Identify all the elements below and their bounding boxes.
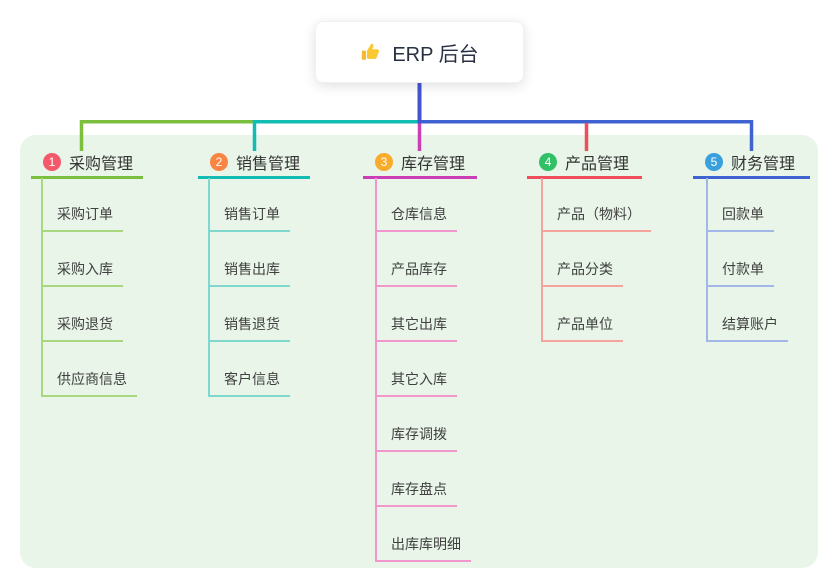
badge-5: 5 [705, 152, 723, 171]
child-node[interactable]: 供应商信息 [41, 369, 137, 397]
child-node[interactable]: 仓库信息 [375, 204, 457, 232]
child-node[interactable]: 销售订单 [208, 204, 290, 232]
branch-label: 采购管理 [69, 155, 134, 173]
branch-label: 销售管理 [236, 155, 301, 173]
branch-node-purchase[interactable]: 1 采购管理 [31, 147, 143, 179]
child-node[interactable]: 客户信息 [208, 369, 290, 397]
branch-node-finance[interactable]: 5 财务管理 [693, 147, 810, 179]
child-node[interactable]: 产品单位 [541, 314, 623, 342]
branch-trunk-line [706, 178, 708, 342]
child-node[interactable]: 付款单 [706, 259, 774, 287]
child-node[interactable]: 库存调拨 [375, 424, 457, 452]
child-node[interactable]: 销售退货 [208, 314, 290, 342]
branches-panel [20, 135, 818, 568]
branch-trunk-line [208, 178, 210, 397]
root-title: ERP 后台 [392, 43, 479, 66]
child-node[interactable]: 产品分类 [541, 259, 623, 287]
child-node[interactable]: 其它出库 [375, 314, 457, 342]
badge-4: 4 [539, 152, 557, 171]
child-node[interactable]: 产品库存 [375, 259, 457, 287]
child-node[interactable]: 采购订单 [41, 204, 123, 232]
child-node[interactable]: 回款单 [706, 204, 774, 232]
branch-node-sales[interactable]: 2 销售管理 [198, 147, 310, 179]
child-node[interactable]: 产品（物料） [541, 204, 651, 232]
branch-label: 产品管理 [565, 155, 630, 173]
child-node[interactable]: 其它入库 [375, 369, 457, 397]
child-node[interactable]: 出库库明细 [375, 534, 471, 562]
badge-1: 1 [43, 152, 61, 171]
branch-node-inventory[interactable]: 3 库存管理 [363, 147, 477, 179]
branch-trunk-line [375, 178, 377, 562]
child-node[interactable]: 销售出库 [208, 259, 290, 287]
child-node[interactable]: 库存盘点 [375, 479, 457, 507]
branch-node-product[interactable]: 4 产品管理 [527, 147, 642, 179]
badge-3: 3 [375, 152, 393, 171]
child-node[interactable]: 采购退货 [41, 314, 123, 342]
branch-trunk-line [541, 178, 543, 342]
child-node[interactable]: 结算账户 [706, 314, 788, 342]
child-node[interactable]: 采购入库 [41, 259, 123, 287]
branch-label: 财务管理 [731, 155, 796, 173]
branch-trunk-line [41, 178, 43, 397]
branch-label: 库存管理 [401, 155, 466, 173]
badge-2: 2 [210, 152, 228, 171]
thumbs-up-icon [360, 41, 382, 63]
root-node[interactable]: ERP 后台 [315, 21, 524, 83]
